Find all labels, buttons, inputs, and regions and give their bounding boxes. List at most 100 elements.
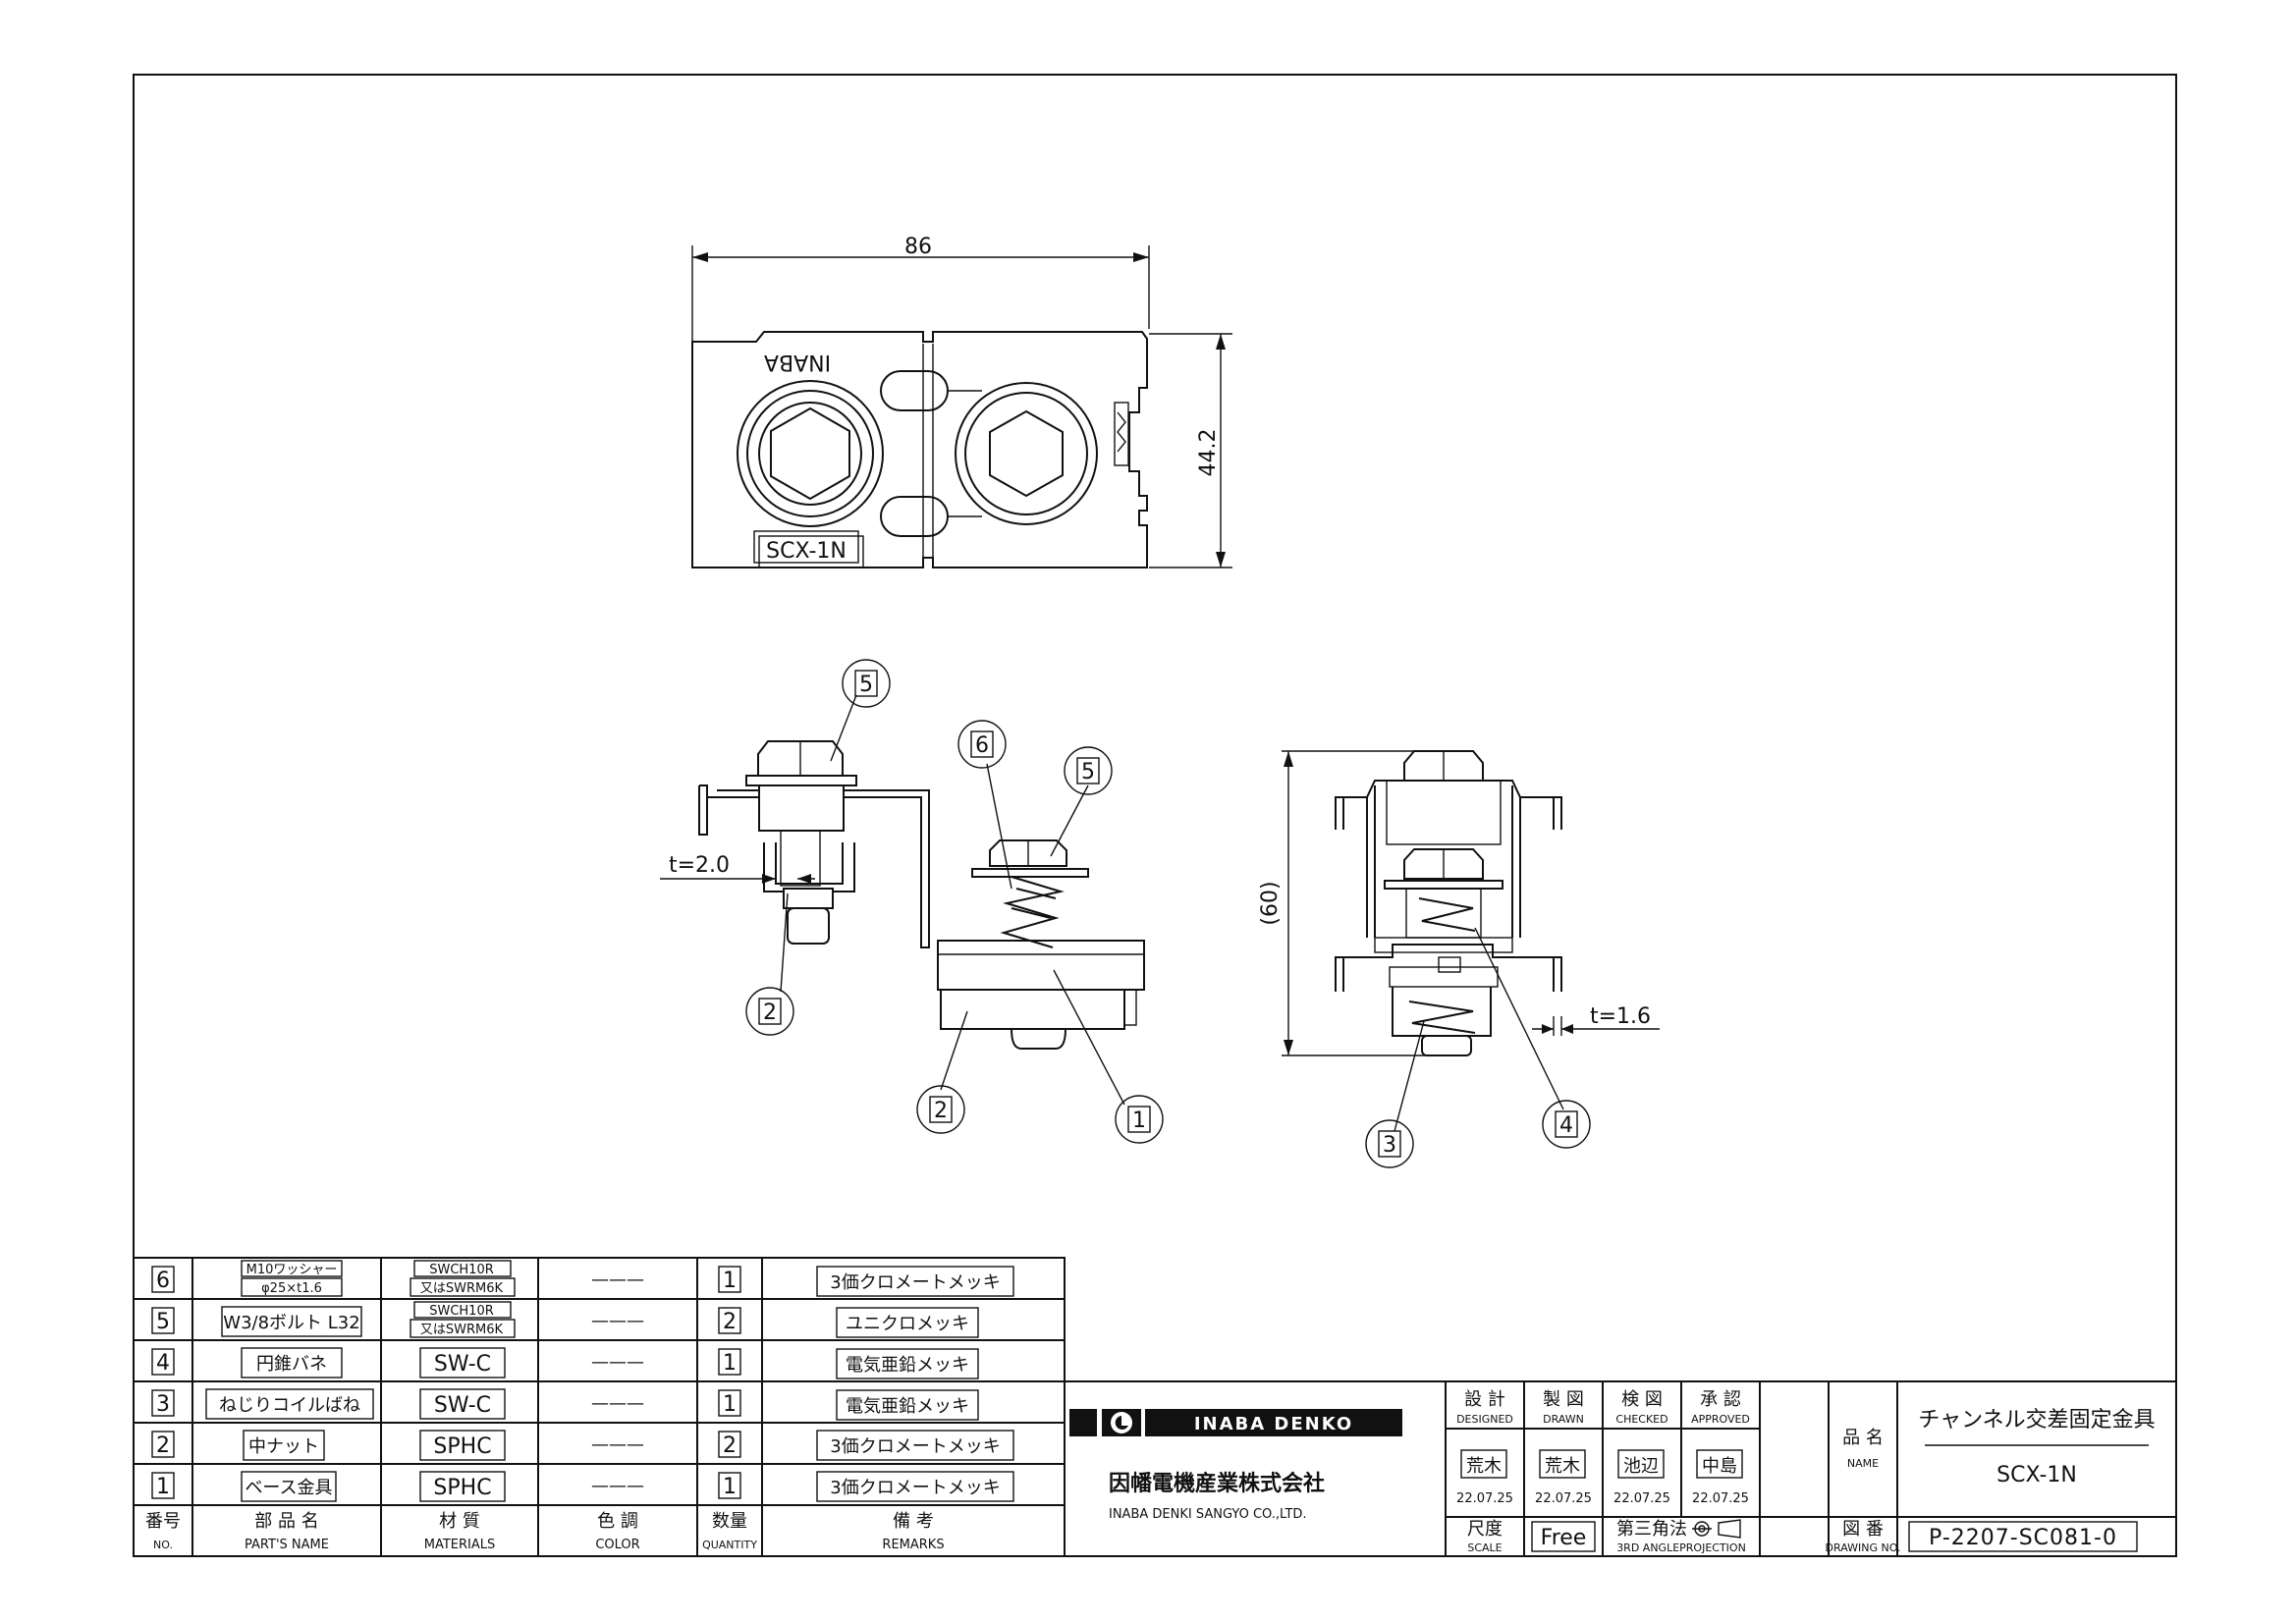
top-height-dim: 44.2 bbox=[1196, 429, 1221, 477]
svg-text:———: ——— bbox=[591, 1352, 644, 1373]
svg-text:22.07.25: 22.07.25 bbox=[1692, 1491, 1749, 1506]
svg-text:SCALE: SCALE bbox=[1467, 1541, 1502, 1554]
svg-text:MATERIALS: MATERIALS bbox=[424, 1538, 496, 1552]
svg-text:材 質: 材 質 bbox=[439, 1511, 480, 1532]
svg-text:REMARKS: REMARKS bbox=[882, 1538, 944, 1552]
svg-text:1: 1 bbox=[1132, 1108, 1146, 1133]
drawing-number: P-2207-SC081-0 bbox=[1929, 1526, 2117, 1550]
svg-text:尺度: 尺度 bbox=[1467, 1519, 1503, 1540]
projection-cell: 第三角法 3RD ANGLEPROJECTION bbox=[1616, 1519, 1746, 1554]
svg-text:又はSWRM6K: 又はSWRM6K bbox=[420, 1323, 504, 1337]
svg-text:3: 3 bbox=[1383, 1133, 1396, 1158]
callout-5a: 5 bbox=[842, 659, 891, 708]
svg-text:4: 4 bbox=[1559, 1113, 1573, 1138]
svg-text:22.07.25: 22.07.25 bbox=[1613, 1491, 1670, 1506]
svg-text:5: 5 bbox=[156, 1310, 170, 1334]
svg-text:1: 1 bbox=[723, 1269, 737, 1293]
top-view: 86 44.2 INABA SCX-1N bbox=[691, 235, 1232, 568]
name-label-en: NAME bbox=[1847, 1457, 1879, 1470]
callout-3: 3 bbox=[1365, 1119, 1414, 1168]
svg-text:2: 2 bbox=[763, 1000, 777, 1025]
table-row-4: 4 円錐バネ SW-C ——— 1 電気亜鉛メッキ bbox=[151, 1347, 979, 1379]
svg-text:———: ——— bbox=[591, 1311, 644, 1331]
svg-text:3価クロメートメッキ: 3価クロメートメッキ bbox=[830, 1436, 1000, 1457]
role-checked: 検 図 CHECKED 池辺 22.07.25 bbox=[1613, 1389, 1670, 1506]
svg-text:SPHC: SPHC bbox=[433, 1476, 491, 1500]
svg-text:Free: Free bbox=[1541, 1526, 1587, 1550]
svg-text:荒木: 荒木 bbox=[1545, 1456, 1580, 1477]
callout-1: 1 bbox=[1115, 1095, 1164, 1144]
callout-4: 4 bbox=[1542, 1100, 1591, 1149]
svg-text:SWCH10R: SWCH10R bbox=[429, 1304, 494, 1319]
name-label-jp: 品 名 bbox=[1842, 1428, 1884, 1448]
svg-text:承 認: 承 認 bbox=[1700, 1389, 1741, 1410]
svg-text:第三角法: 第三角法 bbox=[1616, 1519, 1687, 1540]
svg-text:φ25×t1.6: φ25×t1.6 bbox=[261, 1281, 322, 1296]
svg-text:6: 6 bbox=[975, 733, 989, 758]
svg-text:備 考: 備 考 bbox=[893, 1511, 934, 1532]
sheet-border bbox=[133, 74, 2177, 1557]
table-row-3: 3 ねじりコイルばね SW-C ——— 1 電気亜鉛メッキ bbox=[151, 1388, 979, 1421]
table-row-1: 1 ベース金具 SPHC ——— 1 3価クロメートメッキ bbox=[151, 1471, 1014, 1502]
svg-text:3: 3 bbox=[156, 1392, 170, 1417]
front-view: (60) t=1.6 bbox=[1258, 750, 1660, 1168]
front-height-dim: (60) bbox=[1258, 881, 1283, 925]
callout-2a: 2 bbox=[745, 987, 794, 1036]
svg-text:22.07.25: 22.07.25 bbox=[1456, 1491, 1513, 1506]
svg-text:W3/8ボルト L32: W3/8ボルト L32 bbox=[223, 1313, 359, 1333]
scale-cell: 尺度 SCALE Free bbox=[1467, 1517, 1596, 1556]
svg-text:色 調: 色 調 bbox=[597, 1511, 638, 1532]
svg-text:CHECKED: CHECKED bbox=[1615, 1413, 1667, 1426]
role-approved: 承 認 APPROVED 中島 22.07.25 bbox=[1691, 1389, 1750, 1506]
svg-text:1: 1 bbox=[723, 1475, 737, 1499]
svg-text:中島: 中島 bbox=[1702, 1456, 1737, 1477]
svg-text:NO.: NO. bbox=[153, 1539, 173, 1551]
side-thickness: t=2.0 bbox=[669, 853, 730, 878]
table-row-5: 5 W3/8ボルト L32 SWCH10R 又はSWRM6K ——— 2 ユニク… bbox=[151, 1301, 979, 1338]
role-designed: 設 計 DESIGNED 荒木 22.07.25 bbox=[1456, 1389, 1513, 1506]
svg-text:荒木: 荒木 bbox=[1466, 1456, 1502, 1477]
svg-text:———: ——— bbox=[591, 1270, 644, 1290]
svg-text:電気亜鉛メッキ: 電気亜鉛メッキ bbox=[846, 1396, 969, 1417]
svg-text:検 図: 検 図 bbox=[1621, 1389, 1663, 1410]
svg-text:5: 5 bbox=[1081, 760, 1095, 784]
svg-text:SW-C: SW-C bbox=[434, 1393, 491, 1418]
svg-text:部 品 名: 部 品 名 bbox=[254, 1511, 318, 1532]
svg-text:COLOR: COLOR bbox=[595, 1538, 639, 1552]
table-row-2: 2 中ナット SPHC ——— 2 3価クロメートメッキ bbox=[151, 1430, 1014, 1461]
svg-text:中ナット: 中ナット bbox=[248, 1436, 319, 1457]
front-thickness: t=1.6 bbox=[1590, 1004, 1651, 1029]
drawing-no-label-en: DRAWING NO. bbox=[1826, 1541, 1901, 1554]
brand-logo-text: INABA DENKO bbox=[1194, 1414, 1353, 1434]
svg-text:SWCH10R: SWCH10R bbox=[429, 1263, 494, 1277]
svg-text:M10ワッシャー: M10ワッシャー bbox=[246, 1263, 338, 1277]
svg-text:ねじりコイルばね: ねじりコイルばね bbox=[219, 1395, 360, 1416]
company-en: INABA DENKI SANGYO CO.,LTD. bbox=[1109, 1507, 1307, 1522]
callout-5b: 5 bbox=[1064, 746, 1113, 795]
stamp-text: INABA bbox=[764, 350, 831, 374]
svg-text:3RD ANGLEPROJECTION: 3RD ANGLEPROJECTION bbox=[1616, 1541, 1746, 1554]
svg-text:PART'S NAME: PART'S NAME bbox=[245, 1538, 329, 1552]
svg-text:———: ——— bbox=[591, 1434, 644, 1455]
svg-text:3価クロメートメッキ: 3価クロメートメッキ bbox=[830, 1272, 1000, 1293]
svg-text:———: ——— bbox=[591, 1476, 644, 1496]
svg-text:2: 2 bbox=[156, 1433, 170, 1458]
svg-text:SW-C: SW-C bbox=[434, 1352, 491, 1377]
drawing-no-label-jp: 図 番 bbox=[1842, 1519, 1884, 1540]
callout-6: 6 bbox=[957, 720, 1007, 769]
table-header: 番号 NO. 部 品 名 PART'S NAME 材 質 MATERIALS 色… bbox=[145, 1511, 945, 1552]
svg-text:円錐バネ: 円錐バネ bbox=[256, 1354, 327, 1375]
role-drawn: 製 図 DRAWN 荒木 22.07.25 bbox=[1535, 1389, 1592, 1506]
svg-text:製 図: 製 図 bbox=[1543, 1389, 1584, 1410]
svg-text:DRAWN: DRAWN bbox=[1543, 1413, 1584, 1426]
product-code: SCX-1N bbox=[1996, 1463, 2077, 1487]
svg-text:4: 4 bbox=[156, 1351, 170, 1376]
svg-text:設 計: 設 計 bbox=[1464, 1389, 1505, 1410]
svg-text:1: 1 bbox=[723, 1351, 737, 1376]
svg-text:数量: 数量 bbox=[712, 1511, 747, 1532]
svg-text:22.07.25: 22.07.25 bbox=[1535, 1491, 1592, 1506]
svg-text:1: 1 bbox=[156, 1475, 170, 1499]
product-name: チャンネル交差固定金具 bbox=[1918, 1408, 2155, 1433]
svg-text:———: ——— bbox=[591, 1393, 644, 1414]
